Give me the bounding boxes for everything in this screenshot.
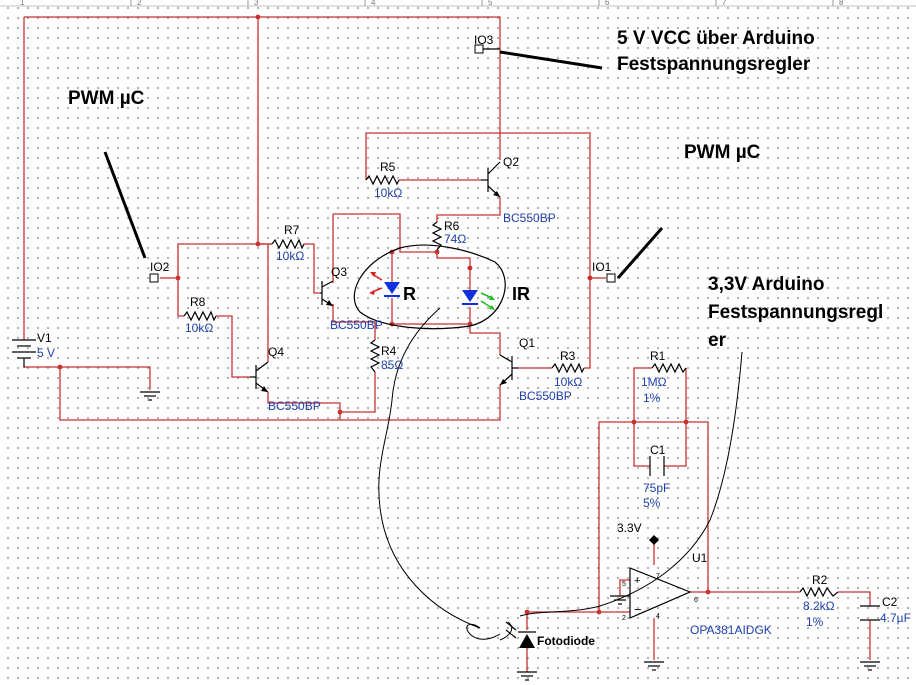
transistor-q4[interactable] [250,361,269,393]
r4-ref: R4 [381,344,397,358]
svg-text:+: + [634,575,640,587]
r3-value: 10kΩ [554,375,582,389]
q4-ref: Q4 [268,345,284,359]
annotation-vcc-line1: 5 V VCC über Arduino [617,28,815,49]
wires [23,16,871,672]
q2-ref: Q2 [503,155,519,169]
r8-value: 10kΩ [185,321,213,335]
r2-ref: R2 [812,573,828,587]
photodiode-label: Fotodiode [537,634,595,648]
svg-text:−: − [634,602,642,617]
annotation-reg33-line1: 3,3V Arduino [708,274,824,295]
ruler-mark: 3 [254,0,259,7]
c1-value: 75pF [643,481,670,495]
r5-value: 10kΩ [374,186,402,200]
transistor-q1[interactable] [499,354,518,386]
port-io3-label: IO3 [474,33,494,47]
annotation-text: 5 V VCC über Arduino Festspannungsregler… [68,28,883,648]
resistor-r1[interactable] [651,362,687,374]
ruler-mark: 5 [488,0,493,7]
u1-pin: 2 [622,615,626,622]
r7-ref: R7 [284,223,300,237]
u1-ref: U1 [692,551,708,565]
u1-pin: 5 [622,581,626,588]
r7-value: 10kΩ [276,249,304,263]
u1-model: OPA381AIDGK [690,623,772,637]
battery-v1[interactable] [12,339,36,367]
transistor-q2[interactable] [481,161,501,198]
r1-value: 1MΩ [641,375,667,389]
annotation-vcc-line2: Festspannungsregler [617,54,811,75]
hand-annotations [103,50,743,641]
annotation-pwm-left: PWM µC [68,88,145,109]
resistor-r8[interactable] [183,310,217,322]
resistor-r2[interactable] [799,586,839,598]
led-red[interactable] [369,272,400,297]
r6-ref: R6 [444,219,460,233]
port-io1-label: IO1 [592,260,612,274]
q4-model: BC550BP [268,399,321,413]
r3-ref: R3 [560,349,576,363]
v1-value: 5 V [37,346,55,360]
q1-ref: Q1 [519,336,535,350]
r2-tol: 1% [806,615,824,629]
photodiode[interactable] [505,621,536,648]
opamp-u1[interactable]: + − [629,535,692,619]
component-labels: IO3 IO2 IO1 V1 5 V Q2 BC550BP Q3 BC550BP… [37,33,911,637]
resistor-r3[interactable] [551,362,585,374]
c2-ref: C2 [882,595,898,609]
capacitor-c1[interactable] [649,456,665,476]
resistor-r4[interactable] [369,339,381,373]
ruler-mark: 2 [137,0,142,7]
sheet-ruler: 1 2 3 4 5 6 7 8 [0,0,916,7]
u1-pin: 6 [694,597,698,604]
led-ir-label: IR [512,284,530,304]
ruler-mark: 8 [839,0,844,7]
transistor-q3[interactable] [320,280,334,307]
resistor-r5[interactable] [365,174,400,186]
junctions [57,14,711,615]
annotation-pwm-right: PWM µC [684,142,761,163]
q1-model: BC550BP [519,389,572,403]
q3-ref: Q3 [331,265,347,279]
u1-pin: 4 [656,613,660,620]
annotation-reg33-line2: Festspannungsregl [708,302,883,323]
led-ir[interactable] [462,290,495,310]
v1-ref: V1 [37,331,52,345]
r5-ref: R5 [380,160,396,174]
r1-ref: R1 [650,349,666,363]
resistor-r6[interactable] [431,221,443,251]
r4-value: 85Ω [381,358,403,372]
resistor-r7[interactable] [271,238,305,250]
r1-tol: 1% [643,391,661,405]
ruler-mark: 1 [20,0,25,7]
port-io2-label: IO2 [150,260,170,274]
capacitor-c2[interactable] [860,605,880,621]
c1-tol: 5% [643,496,661,510]
ruler-mark: 6 [605,0,610,7]
r8-ref: R8 [190,295,206,309]
ports [149,44,616,283]
q3-model: BC550BP [330,318,383,332]
supply-33-label: 3.3V [617,521,642,535]
r2-value: 8.2kΩ [803,599,835,613]
u1-pin: 7 [656,573,660,580]
led-red-label: R [403,284,416,304]
r6-value: 74Ω [444,232,466,246]
c1-ref: C1 [650,443,666,457]
q2-model: BC550BP [503,211,556,225]
annotation-reg33-line3: er [708,330,727,351]
ruler-mark: 7 [722,0,727,7]
ruler-mark: 4 [371,0,376,7]
c2-value: 4.7µF [880,611,911,625]
